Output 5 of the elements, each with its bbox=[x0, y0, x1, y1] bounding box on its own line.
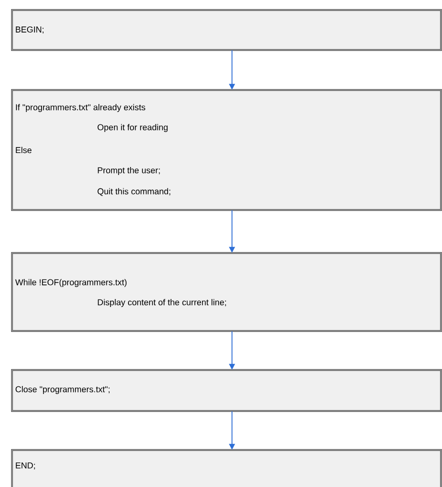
process-box: If "programmers.txt" already exists Open it for reading Else Prompt the user; Quit this command; bbox=[11, 89, 442, 211]
process-box: END; bbox=[11, 449, 442, 487]
process-box: BEGIN; bbox=[11, 9, 442, 51]
process-box: While !EOF(programmers.txt) Display content of the current line; bbox=[11, 252, 442, 332]
process-box: Close "programmers.txt"; bbox=[11, 369, 442, 412]
